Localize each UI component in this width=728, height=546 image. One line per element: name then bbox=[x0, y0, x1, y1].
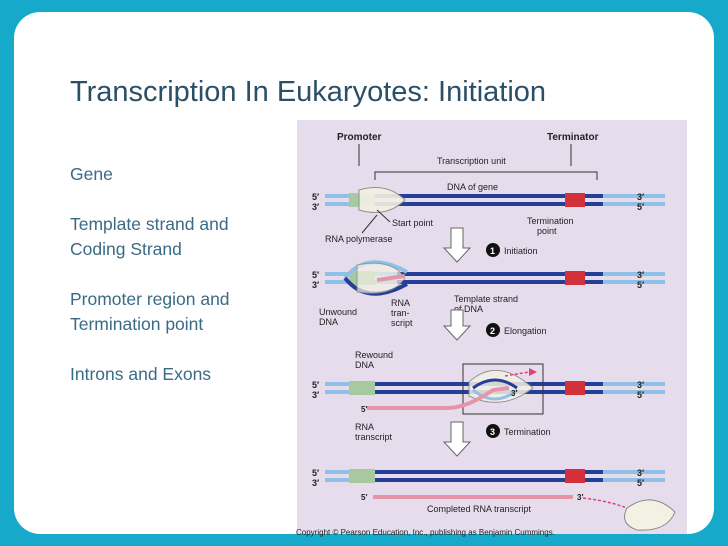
dna-of-gene-label: DNA of gene bbox=[447, 182, 498, 192]
dna-row-4 bbox=[325, 469, 676, 531]
bullet-gene: Gene bbox=[70, 164, 113, 184]
step-3-badge bbox=[486, 424, 500, 438]
three-prime-3r: 3′ bbox=[637, 380, 644, 390]
slide: Transcription In Eukaryotes: Initiation … bbox=[14, 12, 714, 534]
step-2-badge bbox=[486, 323, 500, 337]
rna-label-2: transcript bbox=[355, 432, 393, 442]
step-2-label: Elongation bbox=[504, 326, 547, 336]
step-3-label: Termination bbox=[504, 427, 551, 437]
transcription-unit-label: Transcription unit bbox=[437, 156, 506, 166]
transcription-figure: Promoter Terminator Transcription unit D… bbox=[297, 120, 687, 534]
completed-rna-label: Completed RNA transcript bbox=[427, 504, 532, 514]
rna-transcript-a-2: tran- bbox=[391, 308, 410, 318]
three-prime-4r: 3′ bbox=[637, 468, 644, 478]
step-2-number: 2 bbox=[490, 326, 495, 336]
three-prime-rna-3: 3′ bbox=[511, 389, 517, 398]
dna-row-2 bbox=[325, 260, 665, 296]
copyright-notice: Copyright © Pearson Education, Inc., pub… bbox=[296, 528, 555, 537]
dna-row-3 bbox=[325, 363, 665, 415]
five-prime-3r: 5′ bbox=[637, 390, 644, 400]
five-prime-1r: 5′ bbox=[637, 202, 644, 212]
bullet-coding-strand: Coding Strand bbox=[70, 239, 182, 259]
three-prime-rna-4: 3′ bbox=[577, 493, 583, 502]
bullet-promoter-region: Promoter region and bbox=[70, 289, 230, 309]
rna-transcript-a-3: script bbox=[391, 318, 413, 328]
transcription-diagram: Promoter Terminator Transcription unit D… bbox=[297, 120, 687, 534]
step-3-number: 3 bbox=[490, 427, 495, 437]
five-prime-2r: 5′ bbox=[637, 280, 644, 290]
transcription-unit-bracket bbox=[374, 171, 598, 180]
step-1-number: 1 bbox=[490, 246, 495, 256]
five-prime-3: 5′ bbox=[312, 380, 319, 390]
unwound-label-1: Unwound bbox=[319, 307, 357, 317]
three-prime-2: 3′ bbox=[312, 280, 319, 290]
five-prime-4: 5′ bbox=[312, 468, 319, 478]
five-prime-4r: 5′ bbox=[637, 478, 644, 488]
five-prime-1: 5′ bbox=[312, 192, 319, 202]
step-arrow-3 bbox=[442, 421, 472, 457]
three-prime-1: 3′ bbox=[312, 202, 319, 212]
slide-title: Transcription In Eukaryotes: Initiation bbox=[70, 76, 547, 108]
bullet-termination-point: Termination point bbox=[70, 314, 204, 334]
three-prime-2r: 3′ bbox=[637, 270, 644, 280]
three-prime-1r: 3′ bbox=[637, 192, 644, 202]
start-point-label: Start point bbox=[392, 218, 434, 228]
step-arrow-2 bbox=[442, 309, 472, 341]
terminator-label: Terminator bbox=[547, 132, 599, 143]
rewound-label-2: DNA bbox=[355, 360, 374, 370]
step-1-label: Initiation bbox=[504, 246, 538, 256]
dna-row-1 bbox=[325, 187, 665, 213]
template-strand-label-1: Template strand bbox=[454, 294, 518, 304]
five-prime-2: 5′ bbox=[312, 270, 319, 280]
termination-point-label-2: point bbox=[537, 226, 557, 236]
termination-point-label-1: Termination bbox=[527, 216, 574, 226]
rna-transcript-a-1: RNA bbox=[391, 298, 410, 308]
rewound-label-1: Rewound bbox=[355, 350, 393, 360]
bullet-introns-exons: Introns and Exons bbox=[70, 364, 212, 384]
rna-label-1: RNA bbox=[355, 422, 374, 432]
step-arrow-1 bbox=[442, 227, 472, 263]
bullet-template-strand: Template strand and bbox=[70, 214, 229, 234]
three-prime-3: 3′ bbox=[312, 390, 319, 400]
five-prime-rna-4: 5′ bbox=[361, 493, 367, 502]
unwound-label-2: DNA bbox=[319, 317, 338, 327]
rna-polymerase-label: RNA polymerase bbox=[325, 234, 393, 244]
three-prime-4: 3′ bbox=[312, 478, 319, 488]
promoter-label: Promoter bbox=[337, 132, 382, 143]
five-prime-rna-3: 5′ bbox=[361, 405, 367, 414]
step-1-badge bbox=[486, 243, 500, 257]
bullet-list: Gene Template strand and Coding Strand P… bbox=[70, 162, 280, 412]
template-strand-label-2: of DNA bbox=[454, 304, 483, 314]
